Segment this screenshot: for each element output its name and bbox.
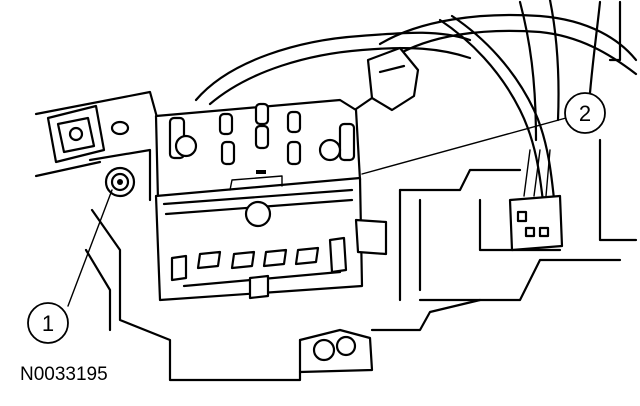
terminal-pins — [168, 102, 356, 166]
mounting-bolt — [104, 166, 136, 198]
callout-2: 2 — [564, 92, 606, 134]
figure-id: N0033195 — [20, 364, 108, 385]
wiring-harness — [194, 0, 638, 222]
chassis-frame — [84, 138, 638, 382]
leader-line-2 — [361, 117, 567, 175]
connector-right — [508, 149, 564, 252]
callout-1-label: 1 — [42, 311, 54, 336]
wire-connector-top — [328, 46, 420, 142]
leader-line-1 — [67, 189, 113, 307]
switch-housing — [154, 98, 388, 302]
callout-1: 1 — [27, 302, 69, 344]
callout-2-label: 2 — [579, 101, 591, 126]
mounting-bracket-left — [34, 90, 168, 178]
